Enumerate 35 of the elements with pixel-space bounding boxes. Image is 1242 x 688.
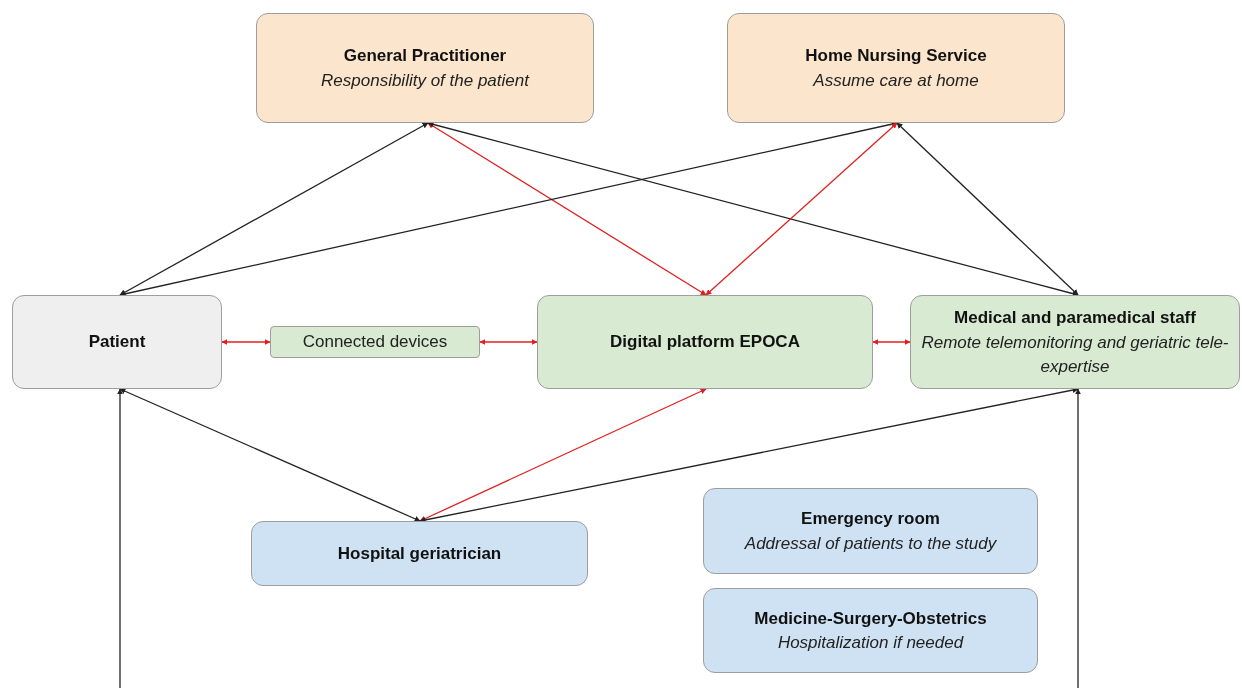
node-title: Patient	[87, 331, 147, 354]
node-subtitle: Remote telemonitoring and geriatric tele-expertise	[920, 331, 1230, 378]
arrow	[896, 122, 1079, 296]
node-title: Hospital geriatrician	[336, 542, 503, 565]
role-box	[256, 13, 594, 123]
node-title: Connected devices	[302, 331, 448, 354]
device-box	[270, 326, 480, 358]
role-box	[727, 13, 1065, 123]
node-title: Medical and paramedical staff	[953, 307, 1197, 330]
platform-box	[537, 295, 873, 389]
node-title: Emergency room	[800, 508, 941, 531]
node-title: Home Nursing Service	[804, 45, 988, 68]
staff-box	[910, 295, 1240, 389]
node-title: Digital platform EPOCA	[609, 331, 801, 354]
arrow	[419, 387, 1079, 523]
arrow	[117, 388, 123, 688]
hospital-box	[251, 521, 588, 586]
node-title: Medicine-Surgery-Obstetrics	[753, 607, 988, 630]
hospital-box	[703, 588, 1038, 673]
arrow	[705, 122, 898, 296]
node-title: General Practitioner	[342, 45, 508, 68]
node-subtitle: Addressal of patients to the study	[743, 532, 998, 555]
node-subtitle: Hospitalization if needed	[776, 632, 965, 655]
hospital-box	[703, 488, 1038, 574]
arrow	[479, 339, 538, 345]
patient-box	[12, 295, 222, 389]
arrow	[1075, 388, 1081, 688]
arrow	[221, 339, 271, 345]
node-subtitle: Responsibility of the patient	[320, 69, 531, 92]
node-subtitle: Assume care at home	[811, 69, 980, 92]
arrow	[872, 339, 911, 345]
arrow	[119, 122, 429, 296]
arrow	[419, 388, 707, 522]
arrow	[427, 122, 707, 296]
arrow	[119, 388, 421, 522]
